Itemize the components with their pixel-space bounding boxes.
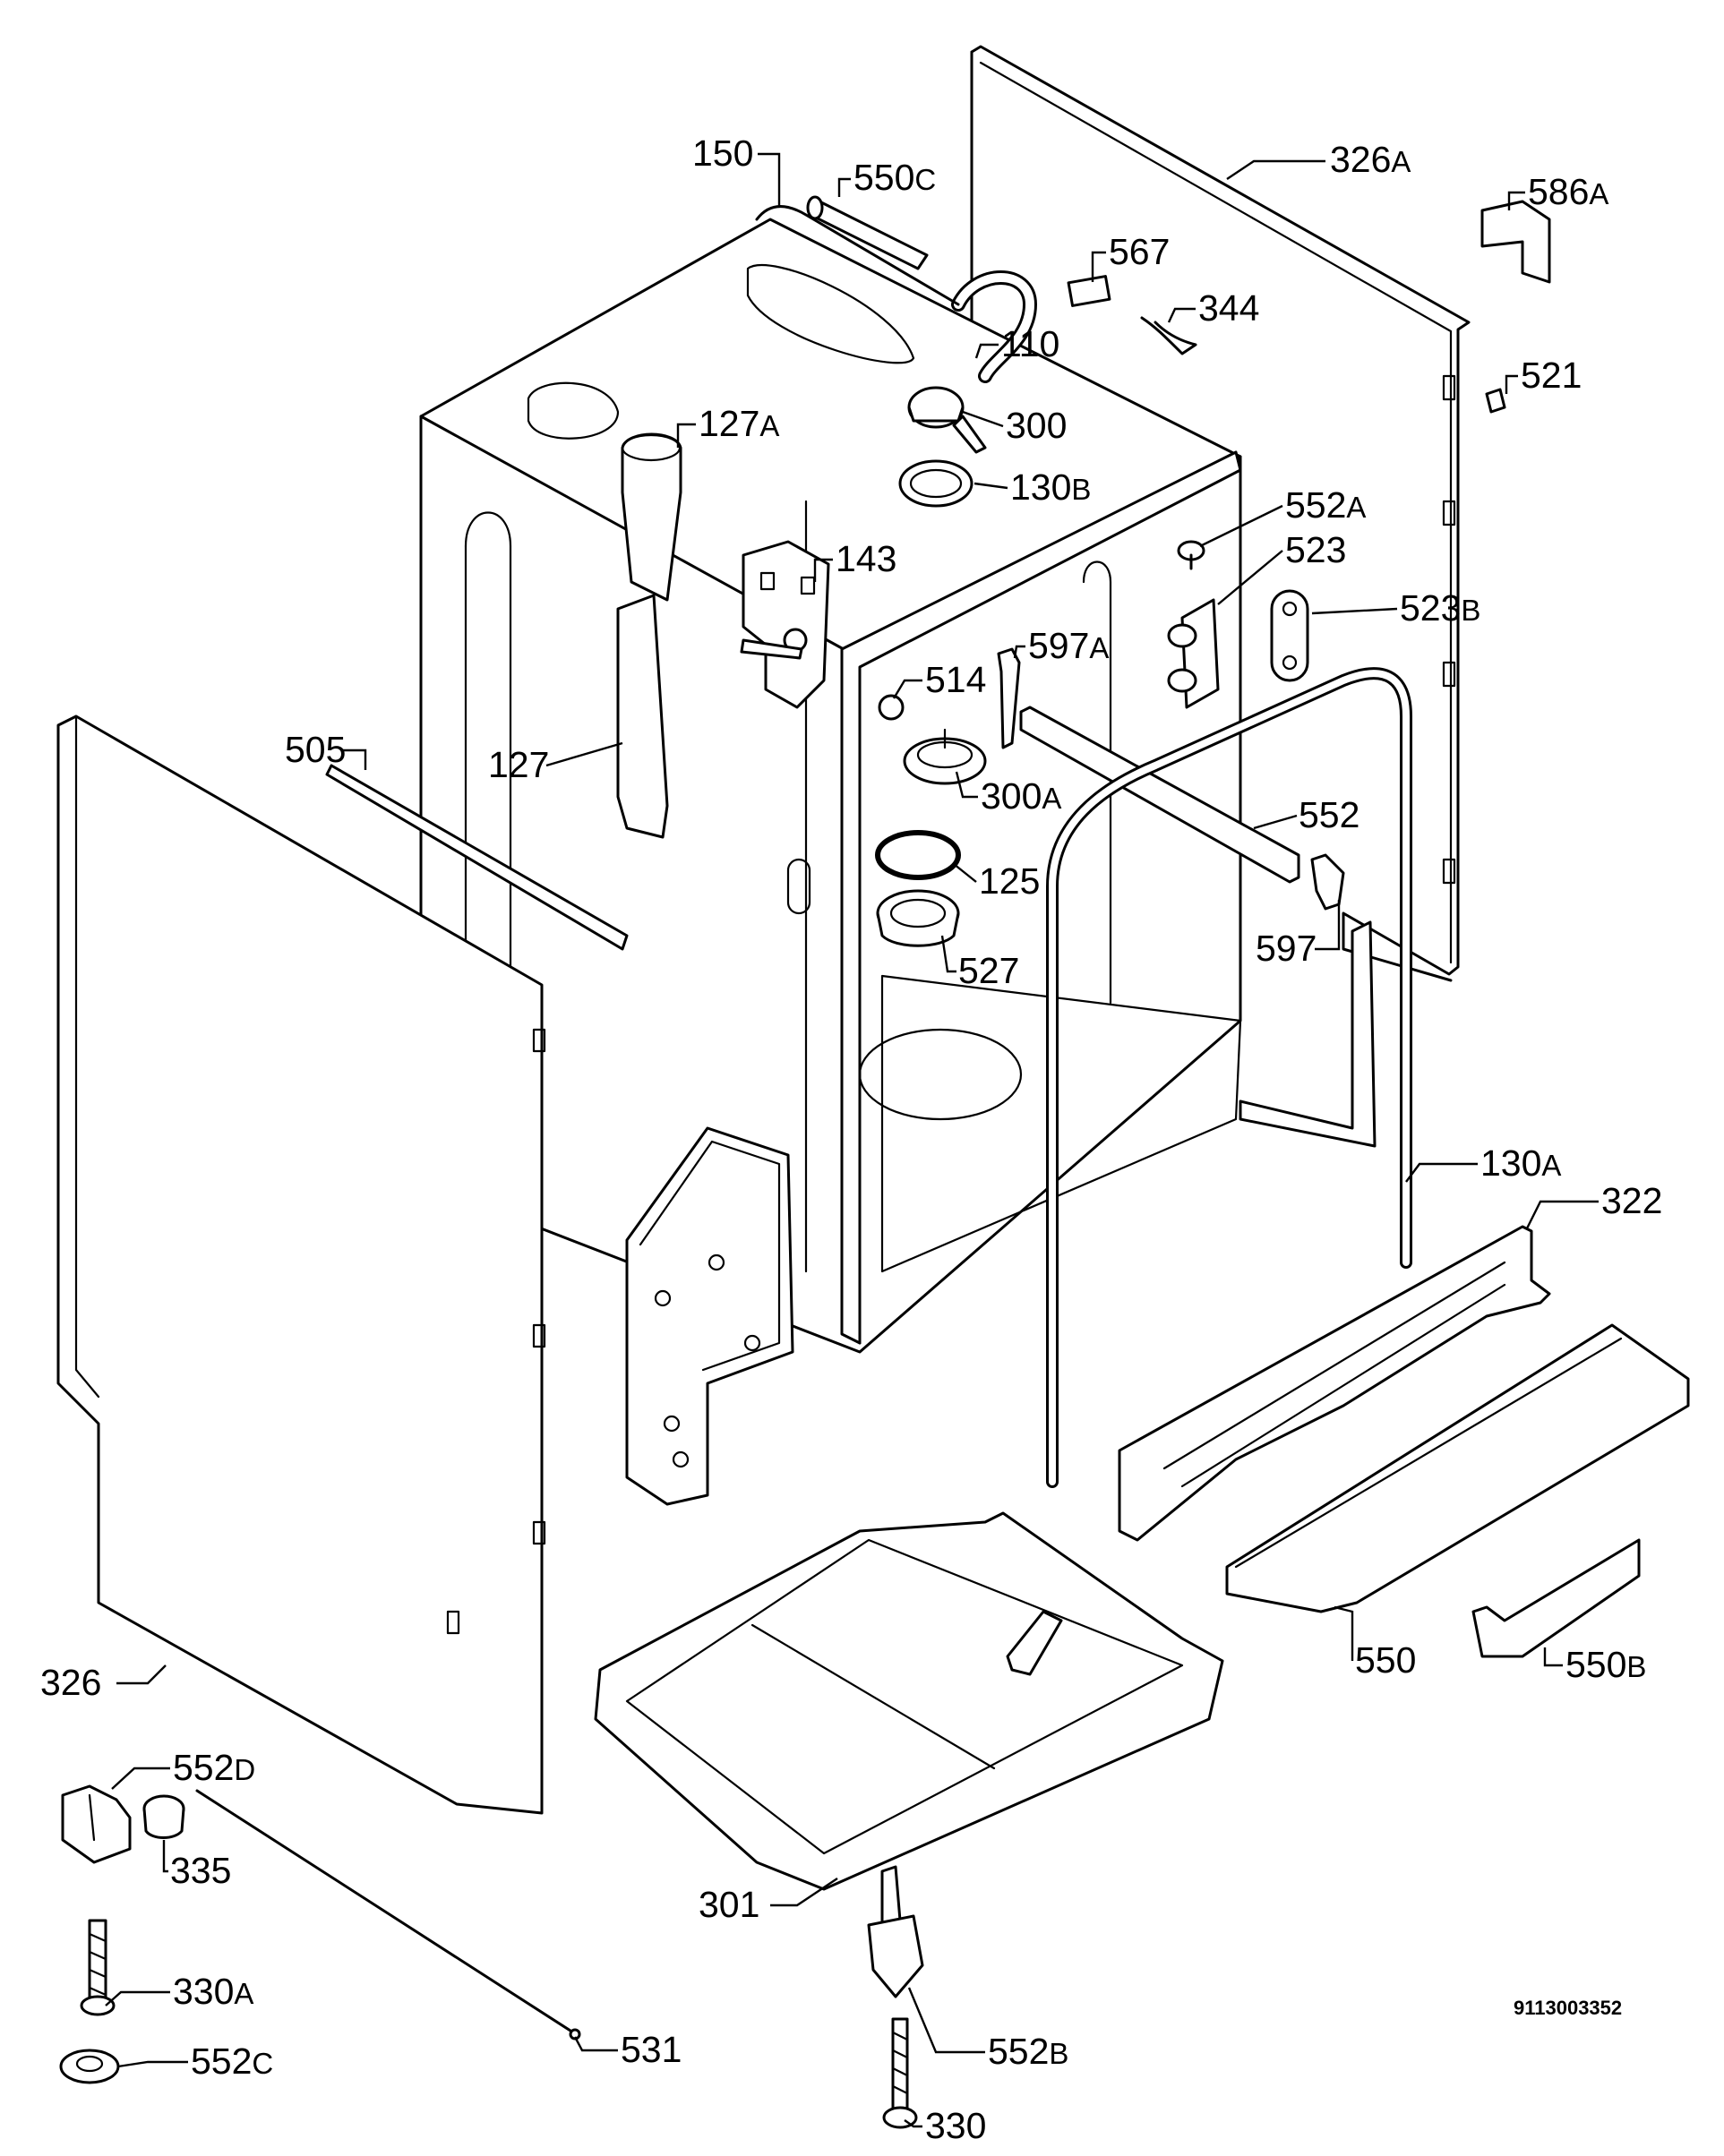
callout-300a: 300A	[981, 775, 1061, 817]
nut-527	[876, 889, 960, 947]
foot-552d	[61, 1784, 132, 1864]
callout-523: 523	[1285, 529, 1346, 570]
callout-527: 527	[958, 950, 1019, 991]
callout-335: 335	[170, 1850, 231, 1891]
callout-505: 505	[285, 729, 346, 770]
duct-127a	[621, 432, 682, 602]
callout-597: 597	[1256, 928, 1317, 969]
callout-521: 521	[1521, 355, 1582, 396]
seal-150	[755, 205, 960, 306]
ring-130b-inner	[909, 468, 963, 499]
callout-552c: 552C	[191, 2040, 273, 2082]
callout-130a: 130A	[1480, 1142, 1561, 1184]
callout-586a: 586A	[1528, 171, 1608, 212]
leader-lines	[105, 152, 1599, 2128]
callout-552: 552	[1299, 794, 1359, 835]
spring-344	[1140, 316, 1197, 355]
clip-521	[1485, 388, 1506, 414]
foot-pad-552c	[59, 2049, 120, 2084]
ring-130b	[898, 459, 974, 508]
clip-597a	[997, 647, 1021, 749]
callout-552b: 552B	[988, 2031, 1068, 2072]
callout-531: 531	[621, 2029, 682, 2070]
callout-110: 110	[1001, 323, 1059, 364]
hinge-143	[740, 540, 830, 709]
callout-labels: 150 550C 326A 586A 567 344 110 521 127A …	[40, 133, 1662, 2146]
callout-326a: 326A	[1330, 139, 1411, 180]
gear-335	[142, 1794, 185, 1839]
callout-130b: 130B	[1010, 466, 1091, 508]
callout-125: 125	[979, 860, 1040, 902]
foot-552b	[867, 1865, 924, 1998]
strip-505	[325, 764, 629, 951]
callout-127a: 127A	[699, 403, 779, 444]
side-panel-326	[56, 714, 546, 1815]
bracket-550b	[1471, 1538, 1641, 1658]
callout-552a: 552A	[1285, 484, 1366, 526]
callout-597a: 597A	[1028, 625, 1109, 666]
funnel-300	[907, 386, 987, 454]
callout-127: 127	[488, 744, 549, 785]
cap-552a	[1177, 540, 1205, 570]
callout-300: 300	[1006, 405, 1067, 446]
gasket-523b	[1270, 589, 1309, 682]
filter-300a	[903, 728, 987, 785]
callout-344: 344	[1198, 287, 1259, 329]
bracket-322	[1118, 1225, 1551, 1542]
side-rail-right	[1239, 920, 1377, 1148]
fitting-523	[1167, 598, 1220, 709]
tub-front-flange	[840, 450, 1242, 1345]
rail-552	[1019, 706, 1300, 884]
callout-552d: 552D	[173, 1747, 255, 1788]
callout-326: 326	[40, 1662, 101, 1703]
clip-586a	[1480, 200, 1551, 284]
nozzle-550c	[806, 195, 929, 270]
callout-550: 550	[1355, 1639, 1416, 1681]
base-tray-301	[594, 1511, 1224, 1891]
hinge-plate	[625, 1126, 794, 1506]
clip-567	[1067, 275, 1111, 307]
hose-110-inner	[954, 273, 1034, 381]
callout-330a: 330A	[173, 1971, 253, 2012]
callout-550b: 550B	[1565, 1644, 1646, 1685]
screw-330	[882, 2017, 918, 2129]
callout-330: 330	[925, 2105, 986, 2146]
duct-127	[616, 594, 669, 839]
ring-125	[875, 830, 961, 880]
callout-567: 567	[1109, 231, 1170, 272]
toe-kick-550	[1225, 1323, 1690, 1613]
diagram-code: 9113003352	[1514, 1997, 1622, 2019]
callout-322: 322	[1601, 1180, 1662, 1221]
callout-301: 301	[699, 1884, 759, 1925]
callout-150: 150	[692, 133, 753, 174]
callout-523b: 523B	[1400, 587, 1480, 629]
bushing-514	[878, 694, 905, 721]
callout-550c: 550C	[853, 157, 936, 198]
callout-143: 143	[836, 538, 896, 579]
door-seal-130a-inner	[1049, 670, 1410, 1485]
screw-330a	[80, 1919, 116, 2016]
rod-531	[195, 1789, 575, 2034]
callout-514: 514	[925, 659, 986, 700]
